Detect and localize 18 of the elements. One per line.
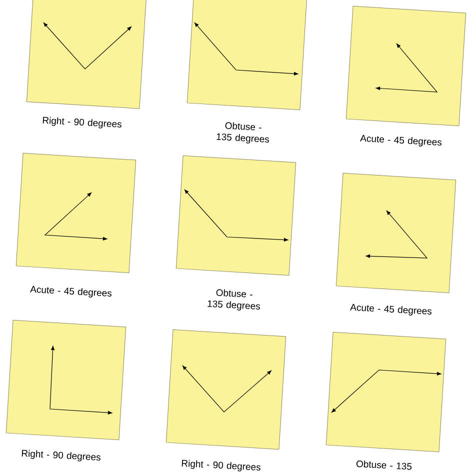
- sticky-note: [166, 329, 286, 450]
- sticky-note: [176, 155, 296, 276]
- node-label: Acute - 45 degrees: [360, 134, 442, 146]
- sticky-note: [336, 172, 456, 294]
- sticky-note: [26, 0, 147, 109]
- sticky-note: [186, 0, 308, 110]
- sticky-note: [6, 320, 126, 440]
- node-label: Acute - 45 degrees: [30, 286, 112, 298]
- node-label: Right - 90 degrees: [42, 116, 122, 128]
- node-label: Obtuse - 135 degrees: [208, 289, 260, 310]
- node-label: Right - 90 degrees: [182, 460, 260, 472]
- node-label: Right - 90 degrees: [22, 450, 100, 462]
- node-label: Obtuse - 135 degrees: [216, 122, 269, 144]
- sticky-note: [326, 332, 446, 452]
- node-label: Acute - 45 degrees: [350, 304, 432, 316]
- sticky-note: [16, 152, 136, 274]
- node-label: Obtuse - 135: [356, 460, 412, 470]
- sticky-note: [346, 6, 466, 126]
